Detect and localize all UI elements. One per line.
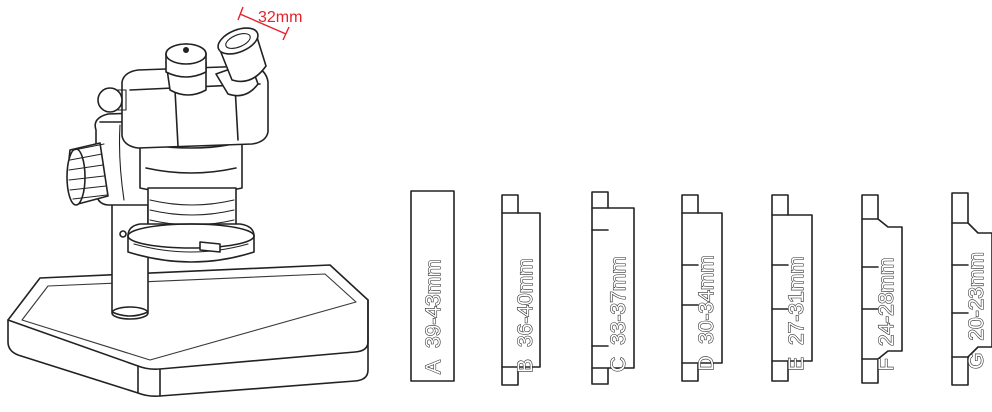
plate-letter-f: F bbox=[875, 358, 898, 371]
focus-knob-icon bbox=[66, 142, 109, 206]
plate-letter-g: G bbox=[965, 353, 988, 369]
plate-letter-b: B bbox=[514, 359, 537, 373]
plate-letter-a: A bbox=[422, 360, 445, 374]
dimension-label: 32mm bbox=[258, 9, 302, 26]
plate-range-a: 39-43mm bbox=[422, 259, 445, 348]
microscope-base bbox=[7, 264, 369, 397]
plate-letter-e: E bbox=[785, 357, 808, 371]
svg-text:G20-23mm: G 20-23mm bbox=[965, 252, 988, 369]
plate-range-d: 30-34mm bbox=[695, 255, 718, 344]
svg-text:C33-37mm: C 33-37mm bbox=[607, 256, 630, 372]
svg-text:E27-31mm: E 27-31mm bbox=[785, 256, 808, 371]
svg-text:A39-43mm: A 39-43mm bbox=[422, 259, 445, 374]
microscope-pillar bbox=[111, 199, 149, 320]
adapter-plate-a: A 39-43mm bbox=[410, 190, 455, 382]
stereo-microscope-drawing-icon bbox=[7, 27, 369, 397]
eyepiece-left-icon bbox=[165, 43, 207, 96]
plate-range-c: 33-37mm bbox=[607, 256, 630, 345]
adapter-plate-g: G 20-23mm bbox=[951, 192, 992, 386]
ring-light bbox=[119, 223, 255, 263]
adapter-plate-b: B 36-40mm bbox=[501, 194, 541, 386]
adapter-plate-f: F 24-28mm bbox=[861, 194, 903, 384]
eyepiece-right-icon bbox=[215, 27, 267, 97]
svg-text:D30-34mm: D 30-34mm bbox=[695, 255, 718, 371]
plate-range-g: 20-23mm bbox=[965, 252, 988, 341]
svg-text:F24-28mm: F 24-28mm bbox=[875, 257, 898, 371]
plate-range-b: 36-40mm bbox=[514, 258, 537, 347]
plate-letter-c: C bbox=[607, 357, 630, 372]
dimension-annotation: 32mm bbox=[237, 6, 302, 41]
plate-letter-d: D bbox=[695, 356, 718, 371]
adapter-plate-c: C 33-37mm bbox=[591, 191, 635, 385]
adapter-plate-d: D 30-34mm bbox=[681, 194, 723, 382]
plate-range-e: 27-31mm bbox=[785, 256, 808, 345]
adapter-plate-e: E 27-31mm bbox=[771, 194, 813, 382]
plate-range-f: 24-28mm bbox=[875, 257, 898, 346]
svg-text:B36-40mm: B 36-40mm bbox=[514, 258, 537, 373]
